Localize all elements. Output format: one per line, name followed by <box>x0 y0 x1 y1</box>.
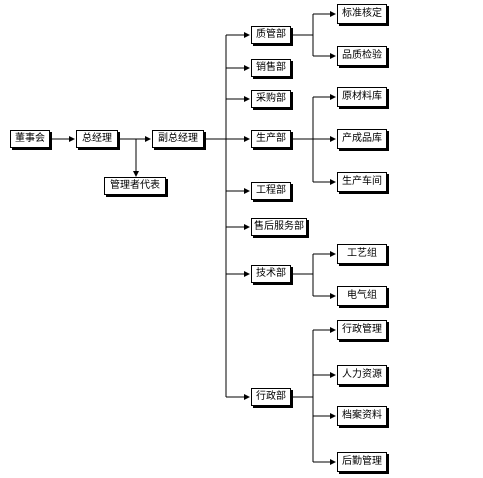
dept-after-sales-box: 售后服务部 <box>251 218 307 236</box>
board-box: 董事会 <box>10 130 50 148</box>
unit-human-resources-box: 人力资源 <box>337 365 387 385</box>
management-rep-box: 管理者代表 <box>104 177 166 195</box>
dept-purchasing-box: 采购部 <box>251 90 291 108</box>
unit-production-workshop-box: 生产车间 <box>337 172 387 192</box>
unit-process-group-box: 工艺组 <box>337 244 387 264</box>
dept-technical-box: 技术部 <box>251 265 291 283</box>
unit-raw-material-store-box: 原材料库 <box>337 87 387 107</box>
unit-archives-box: 档案资料 <box>337 406 387 426</box>
unit-admin-management-box: 行政管理 <box>337 320 387 340</box>
dept-admin-box: 行政部 <box>251 388 291 406</box>
unit-electrical-group-box: 电气组 <box>337 286 387 306</box>
dept-production-box: 生产部 <box>251 130 291 148</box>
deputy-gm-box: 副总经理 <box>152 130 204 148</box>
unit-finished-goods-store-box: 产成品库 <box>337 129 387 149</box>
unit-quality-inspection-box: 品质检验 <box>337 46 387 66</box>
unit-standard-calibration-box: 标准核定 <box>337 4 387 24</box>
dept-engineering-box: 工程部 <box>251 182 291 200</box>
gm-box: 总经理 <box>76 130 118 148</box>
dept-sales-box: 销售部 <box>251 59 291 77</box>
unit-logistics-box: 后勤管理 <box>337 452 387 472</box>
dept-quality-box: 质管部 <box>251 26 291 44</box>
